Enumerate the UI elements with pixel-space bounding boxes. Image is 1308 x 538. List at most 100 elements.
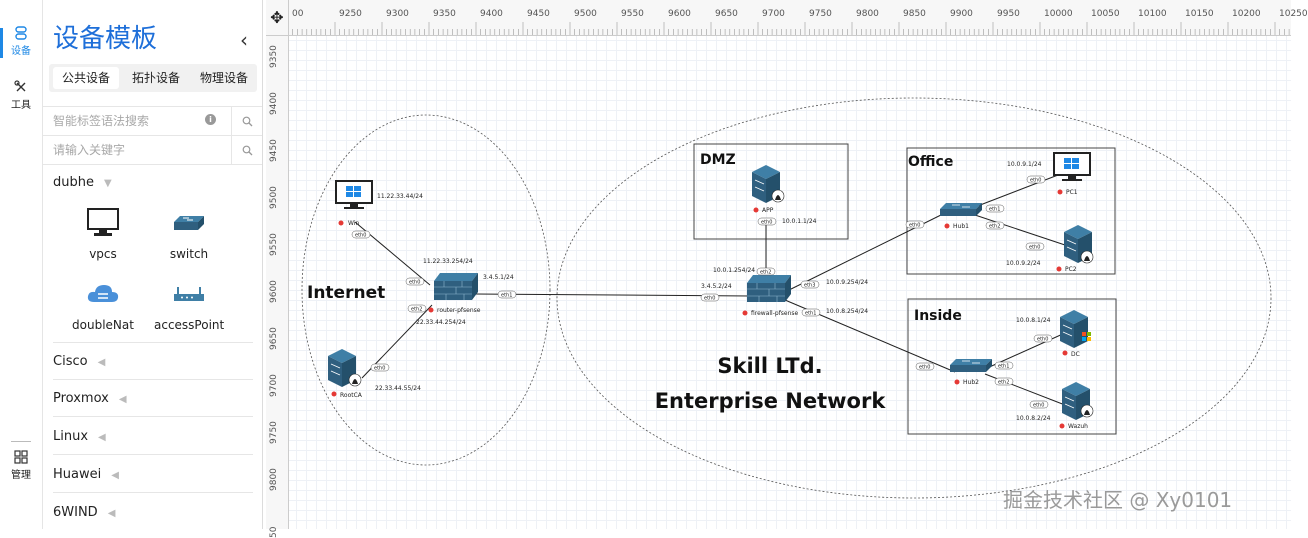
port-tag: eth0 [757, 217, 777, 226]
topology-canvas[interactable]: Internet Skill LTd. Enterprise Network D… [266, 0, 1291, 529]
svg-text:eth0: eth0 [374, 366, 385, 372]
status-dot [1062, 350, 1068, 356]
ruler-label: 9350 [269, 45, 279, 68]
keyword-search-input[interactable] [51, 140, 225, 160]
group-linux-label: Linux [53, 429, 89, 444]
app-name: APP [762, 207, 774, 214]
rootca-name: RootCA [340, 392, 363, 399]
chevron-left-icon[interactable]: ‹ [240, 28, 248, 52]
ruler-label: 9800 [269, 468, 279, 491]
server-icon [1060, 310, 1091, 348]
port-tag: eth0 [905, 220, 925, 229]
device-accesspoint-label: accessPoint [154, 318, 225, 332]
svg-text:eth0: eth0 [1030, 178, 1041, 184]
node-pc2[interactable]: PC2 10.0.9.2/24 [1006, 225, 1094, 273]
divider [53, 416, 253, 417]
status-dot [742, 310, 748, 316]
win-ip: 11.22.33.44/24 [377, 193, 423, 200]
switch-icon [174, 216, 204, 230]
ruler-label: 10100 [1138, 9, 1167, 19]
node-hub1[interactable]: Hub1 [940, 203, 982, 230]
server-icon [328, 349, 362, 387]
inside-label: Inside [914, 308, 962, 324]
office-box [906, 147, 1116, 275]
caret-left-icon: ◀ [111, 470, 119, 481]
move-icon[interactable]: ✥ [266, 0, 289, 36]
info-icon[interactable]: i [205, 114, 216, 125]
svg-text:eth3: eth3 [804, 283, 815, 289]
svg-text:eth0: eth0 [1037, 337, 1048, 343]
ruler-label: 9550 [269, 233, 279, 256]
svg-text:eth0: eth0 [919, 365, 930, 371]
rail-devices-label: 设备 [11, 46, 31, 57]
node-firewall[interactable]: firewall-pfsense 10.0.1.254/24 3.4.5.2/2… [701, 267, 868, 317]
device-accesspoint[interactable]: accessPoint [154, 276, 224, 332]
port-tag: eth2 [985, 221, 1005, 230]
left-rail: 设备 工具 管理 [0, 0, 43, 529]
node-pc1[interactable]: PC1 10.0.9.1/24 [1007, 152, 1091, 196]
group-linux[interactable]: Linux◀ [53, 429, 106, 444]
watermark: 掘金技术社区 @ Xy0101 [1003, 488, 1233, 512]
ruler-label: 9550 [621, 9, 644, 19]
group-6wind[interactable]: 6WIND◀ [53, 505, 115, 520]
group-cisco[interactable]: Cisco◀ [53, 354, 105, 369]
panel-tabs: 公共设备 拓扑设备 物理设备 [49, 64, 257, 92]
rail-manage-label: 管理 [11, 470, 31, 481]
ruler-label: 9600 [668, 9, 691, 19]
tab-public-devices[interactable]: 公共设备 [53, 67, 119, 89]
divider [53, 492, 253, 493]
node-router[interactable]: router-pfsense 11.22.33.254/24 3.4.5.1/2… [416, 258, 514, 326]
tag-search-input[interactable] [51, 111, 225, 131]
ruler-label: 9400 [480, 9, 503, 19]
rail-devices[interactable]: 设备 [0, 26, 42, 58]
caret-left-icon: ◀ [118, 394, 127, 405]
port-tag: eth0 [915, 362, 935, 371]
active-indicator [0, 28, 3, 58]
tab-physical-devices[interactable]: 物理设备 [199, 71, 248, 85]
status-dot [944, 223, 950, 229]
ruler-label: 9650 [269, 327, 279, 350]
device-vpcs[interactable]: vpcs [68, 205, 138, 261]
group-proxmox[interactable]: Proxmox◀ [53, 391, 127, 406]
svg-text:eth2: eth2 [411, 307, 422, 313]
node-hub2[interactable]: Hub2 [950, 359, 992, 386]
port-tag: eth0 [700, 293, 720, 302]
node-dc[interactable]: DC 10.0.8.1/24 [1016, 310, 1091, 358]
device-switch[interactable]: switch [154, 205, 224, 261]
device-template-panel: 设备模板 ‹ 公共设备 拓扑设备 物理设备 i dubhe▼ vpcs swit… [43, 0, 306, 529]
ruler-ticks [287, 22, 1290, 35]
node-app[interactable]: APP 10.0.1.1/24 [752, 165, 817, 225]
device-doublenat[interactable]: doubleNat [68, 276, 138, 332]
wazuh-ip: 10.0.8.2/24 [1016, 415, 1051, 422]
firewall-ip-inside: 10.0.8.254/24 [826, 308, 868, 315]
keyword-search-button[interactable] [231, 136, 262, 164]
inside-box [907, 298, 1117, 435]
node-rootca[interactable]: RootCA 22.33.44.55/24 [328, 349, 421, 399]
pc2-ip: 10.0.9.2/24 [1006, 260, 1041, 267]
svg-text:eth2: eth2 [989, 224, 1000, 230]
group-huawei[interactable]: Huawei◀ [53, 467, 119, 482]
tag-search-row: i [43, 106, 262, 136]
svg-text:eth0: eth0 [909, 223, 920, 229]
port-tag: eth0 [1025, 242, 1045, 251]
node-wazuh[interactable]: Wazuh 10.0.8.2/24 [1016, 382, 1094, 430]
firewall-ip-office: 10.0.9.254/24 [826, 279, 868, 286]
win-name: Win [348, 220, 359, 227]
tag-search-button[interactable] [231, 107, 262, 135]
ruler-label: 9750 [269, 421, 279, 444]
group-dubhe[interactable]: dubhe▼ [53, 175, 112, 190]
svg-text:eth1: eth1 [501, 293, 512, 299]
ruler-label: 50 [269, 526, 279, 538]
port-tag: eth0 [1033, 334, 1053, 343]
status-dot [1059, 423, 1065, 429]
dc-name: DC [1071, 351, 1080, 358]
port-tag: eth0 [370, 363, 390, 372]
node-win[interactable]: Win 11.22.33.44/24 [335, 180, 423, 227]
dc-ip: 10.0.8.1/24 [1016, 317, 1051, 324]
pc1-name: PC1 [1066, 189, 1078, 196]
tab-topology-devices[interactable]: 拓扑设备 [131, 71, 180, 85]
firewall-name: firewall-pfsense [751, 310, 799, 317]
rail-manage[interactable]: 管理 [0, 450, 42, 481]
rail-tools[interactable]: 工具 [0, 80, 42, 111]
server-icon [752, 165, 785, 203]
